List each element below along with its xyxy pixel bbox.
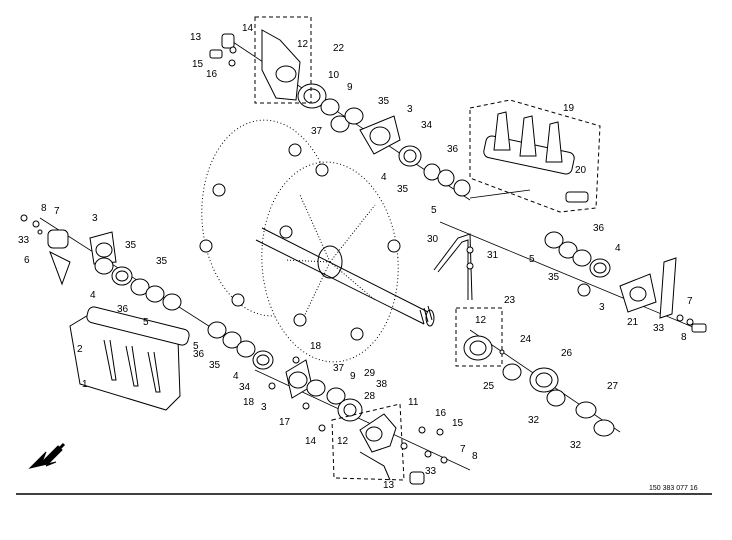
callout-8-right: 8 xyxy=(681,332,687,343)
callout-36-b: 36 xyxy=(117,304,129,315)
tube-assembly xyxy=(433,233,474,301)
callout-1: 1 xyxy=(82,379,88,390)
callout-11: 11 xyxy=(408,397,419,408)
left-side-parts xyxy=(20,214,182,311)
knife-block xyxy=(69,306,190,411)
callout-35-a: 35 xyxy=(378,96,390,107)
callout-33-left: 33 xyxy=(18,235,30,246)
callout-17: 17 xyxy=(279,417,291,428)
callout-7-right: 7 xyxy=(687,296,693,307)
callout-36-d: 36 xyxy=(193,349,205,360)
knife-blade-group xyxy=(469,99,601,213)
drawing-code: 150 383 077 16 xyxy=(649,485,698,492)
callout-25: 25 xyxy=(483,381,495,392)
center-lower-parts xyxy=(207,321,363,422)
callout-3-left: 3 xyxy=(92,213,98,224)
callout-5-b: 5 xyxy=(143,317,149,328)
callout-29: 29 xyxy=(364,368,376,379)
callout-7-lower: 7 xyxy=(460,444,466,455)
callout-31: 31 xyxy=(487,250,499,261)
callout-27: 27 xyxy=(607,381,619,392)
callout-18-b: 18 xyxy=(243,397,255,408)
callout-22: 22 xyxy=(333,43,345,54)
callout-10: 10 xyxy=(328,70,340,81)
callout-26: 26 xyxy=(561,348,573,359)
callout-19: 19 xyxy=(563,103,575,114)
callout-8-lower: 8 xyxy=(472,451,478,462)
callout-9-lower: 9 xyxy=(350,371,356,382)
callout-32-a: 32 xyxy=(528,415,540,426)
callout-12-mid: 12 xyxy=(475,315,487,326)
callout-34-top: 34 xyxy=(421,120,433,131)
callout-12-lower: 12 xyxy=(337,436,349,447)
callout-35-b: 35 xyxy=(397,184,409,195)
callout-15-lower: 15 xyxy=(452,418,464,429)
callout-15-top: 15 xyxy=(192,59,204,70)
callout-18-a: 18 xyxy=(310,341,322,352)
callout-5-a: 5 xyxy=(431,205,437,216)
callout-28: 28 xyxy=(364,391,376,402)
callout-16-top: 16 xyxy=(206,69,218,80)
callout-9-top: 9 xyxy=(347,82,353,93)
callout-33-right: 33 xyxy=(653,323,665,334)
callout-36-a: 36 xyxy=(447,144,459,155)
callout-34-lower: 34 xyxy=(239,382,251,393)
callout-16-lower: 16 xyxy=(435,408,447,419)
direction-arrow-icon xyxy=(28,442,66,469)
callout-20: 20 xyxy=(575,165,587,176)
callout-4-lower: 4 xyxy=(233,371,239,382)
callout-32-b: 32 xyxy=(570,440,582,451)
callout-14-lower: 14 xyxy=(305,436,317,447)
callout-33-lower: 33 xyxy=(425,466,437,477)
group-box-22 xyxy=(254,16,312,104)
lower-bracket-group xyxy=(318,403,448,485)
callout-23: 23 xyxy=(504,295,516,306)
top-bearing-assembly xyxy=(209,29,471,197)
callout-13-lower: 13 xyxy=(383,480,395,491)
bearing-group-23 xyxy=(455,307,503,367)
callout-37-top: 37 xyxy=(311,126,323,137)
callout-5-d: 5 xyxy=(193,341,199,352)
right-side-parts xyxy=(544,231,707,333)
callout-3-lower: 3 xyxy=(261,402,267,413)
callout-3-top: 3 xyxy=(407,104,413,115)
callout-14-top: 14 xyxy=(242,23,254,34)
right-lower-rings xyxy=(499,349,615,437)
callout-4-right: 4 xyxy=(615,243,621,254)
callout-24: 24 xyxy=(520,334,532,345)
callout-4-left: 4 xyxy=(90,290,96,301)
callout-35-e: 35 xyxy=(548,272,560,283)
callout-36-c: 36 xyxy=(593,223,605,234)
main-shaft xyxy=(255,227,435,327)
callout-4-a: 4 xyxy=(381,172,387,183)
callout-12-top: 12 xyxy=(297,39,309,50)
callout-7-left: 7 xyxy=(54,206,60,217)
callout-13-top: 13 xyxy=(190,32,202,43)
callout-21: 21 xyxy=(627,317,639,328)
callout-37-lower: 37 xyxy=(333,363,345,374)
callout-30: 30 xyxy=(427,234,439,245)
callout-35-c: 35 xyxy=(125,240,137,251)
callout-3-right: 3 xyxy=(599,302,605,313)
callout-8-left: 8 xyxy=(41,203,47,214)
callout-5-c: 5 xyxy=(529,254,535,265)
callout-38: 38 xyxy=(376,379,388,390)
callout-6: 6 xyxy=(24,255,30,266)
callout-35-f: 35 xyxy=(209,360,221,371)
callout-35-d: 35 xyxy=(156,256,168,267)
callout-2: 2 xyxy=(77,344,83,355)
